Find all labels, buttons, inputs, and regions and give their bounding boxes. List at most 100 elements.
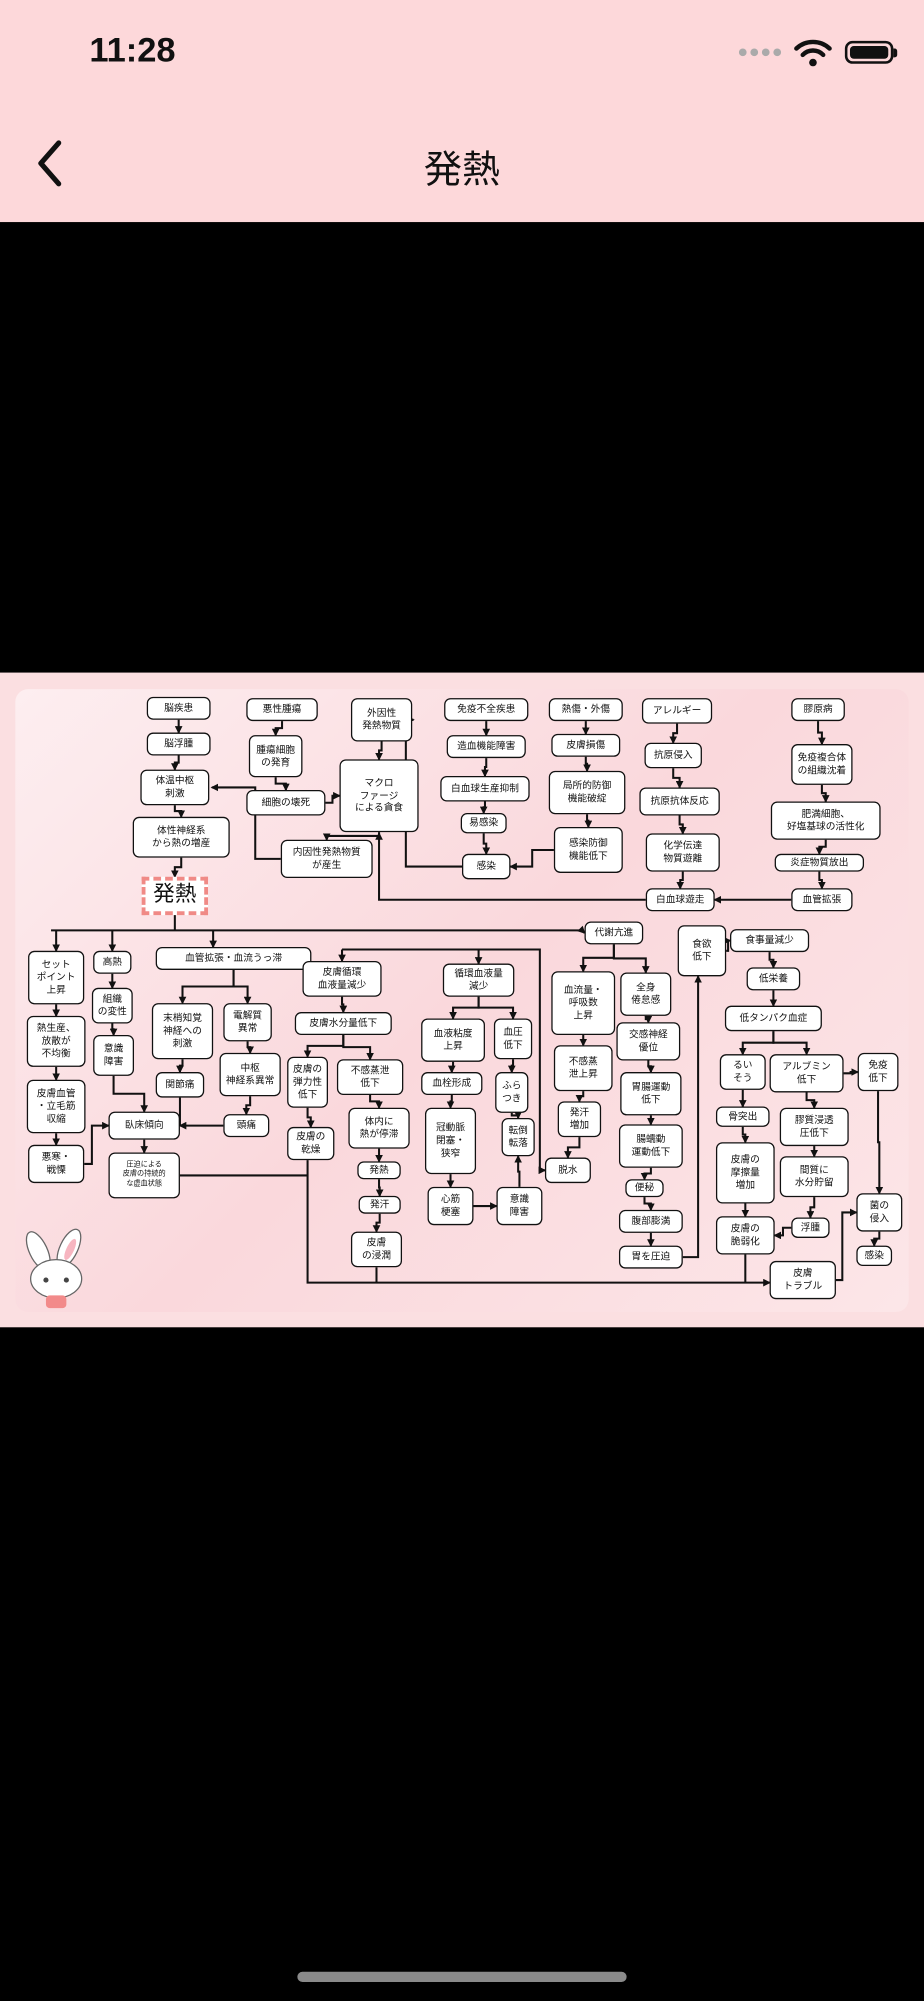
diagram-node: 感染 [461,853,511,880]
diagram-node: 抗原抗体反応 [639,787,720,816]
connector-arrow [246,1041,254,1055]
diagram-node: 冠動脈 閉塞・ 狭窄 [424,1107,477,1175]
diagram-node: 腸蠕動 運動低下 [618,1124,683,1168]
diagram-node: 熱生産、 放散が 不均衡 [26,1015,86,1067]
connector-arrow [242,1096,252,1116]
home-indicator[interactable] [297,1971,627,1983]
connector-arrow [112,1075,149,1113]
connector-arrow [372,1213,381,1233]
diagram-node: 圧迫による 皮膚の持続的 な虚血状態 [108,1152,180,1199]
diagram-node: 体性神経系 から熱の増産 [132,816,230,858]
diagram-node: 血流量・ 呼吸数 上昇 [551,971,616,1036]
diagram-node: 膠原病 [791,698,845,722]
diagram-node: 造血機能障害 [446,735,526,759]
diagram-node: 肥満細胞、 好塩基球の活性化 [770,801,881,840]
diagram-node: 交感神経 優位 [616,1022,681,1061]
connector-arrow [643,1197,655,1212]
nav-header: 11:28 発熱 [0,0,924,223]
diagram-node: セット ポイント 上昇 [28,950,85,1005]
diagram-node: 炎症物質放出 [774,853,865,872]
connector-arrow [306,1160,771,1287]
connector-arrow [773,1226,792,1240]
connector-arrow [109,1023,118,1037]
diagram-node: 免疫複合体 の組織沈着 [791,744,853,785]
fever-pathophysiology-diagram[interactable]: 脳疾患脳浮腫体温中枢 刺激体性神経系 から熱の増産発熱悪性腫瘍腫瘍細胞 の発育細… [0,672,924,1328]
diagram-node: 外因性 発熱物質 [350,698,413,742]
connector-arrow [342,948,547,1175]
diagram-node: 全身 倦怠感 [620,972,672,1016]
connector-arrow [232,969,252,1005]
diagram-node: 高熱 [93,950,132,974]
diagram-node: 皮膚循環 血液量減少 [302,961,382,997]
connector-arrow [375,741,383,761]
diagram-node: 頭痛 [223,1114,270,1138]
connector-arrow [772,1031,811,1056]
diagram-node: 骨突出 [715,1106,770,1127]
diagram-node: 不感蒸泄 低下 [336,1059,404,1096]
diagram-node: 白血球生産抑制 [440,775,530,802]
connector-arrow [514,1154,522,1187]
diagram-node: 感染防御 機能低下 [553,827,623,873]
diagram-node: 低栄養 [746,967,801,991]
connector-arrow [322,832,381,842]
signal-icon [738,48,782,57]
diagram-node: 悪性腫瘍 [246,698,318,722]
connector-arrow [482,833,491,856]
connector-arrow [818,871,826,890]
connector-arrow [806,1197,816,1219]
diagram-node: 低タンパク血症 [724,1005,822,1032]
connector-arrow [723,936,732,952]
wifi-icon [794,39,832,67]
diagram-node: 体内に 熱が停滞 [348,1107,410,1149]
connector-arrow [575,1091,585,1103]
connector-arrow [640,1167,652,1181]
connector-arrow [479,801,488,815]
diagram-node: 代謝亢進 [584,921,644,945]
diagram-node: 皮膚の 摩擦量 増加 [715,1142,775,1204]
diagram-node: 意識 障害 [93,1035,135,1076]
diagram-node: 胃腸運動 低下 [620,1072,682,1116]
connector-arrow [171,755,180,771]
connector-arrow [303,1035,345,1059]
diagram-node: 皮膚血管 ・立毛筋 収縮 [26,1079,86,1134]
diagram-node: 易感染 [460,812,507,834]
diagram-node: 心筋 梗塞 [427,1186,474,1226]
connector-arrow [271,721,284,737]
connector-arrow [481,758,489,778]
diagram-node: 皮膚の 脆弱化 [715,1216,775,1255]
connector-arrow [835,1208,858,1282]
connector-arrow [325,791,341,804]
diagram-node: 脳浮腫 [146,732,211,756]
diagram-node: 関節痛 [155,1072,205,1098]
diagram-node: 熱傷・外傷 [548,698,623,722]
diagram-node: 組織 の変性 [91,987,133,1024]
connector-arrow [375,832,646,901]
diagram-node: 腫瘍細胞 の発育 [248,735,303,778]
connector-arrow [805,1092,819,1110]
diagram-node: 血管拡張 [791,888,853,912]
diagram-node: 体温中枢 刺激 [140,769,210,806]
diagram-node: 脳疾患 [146,696,211,720]
connector-arrow [843,1068,859,1076]
connector-arrow [647,1060,655,1074]
diagram-node: 血液粘度 上昇 [421,1018,485,1062]
connector-arrow [369,1095,383,1110]
chevron-left-icon [38,140,62,187]
diagram-node: 皮膚の 弾力性 低下 [287,1056,328,1108]
connector-arrow [768,952,778,969]
back-button[interactable] [31,138,69,189]
diagram-node: 食事量減少 [730,929,810,953]
connector-arrow [584,814,593,829]
connector-arrow [672,768,684,789]
diagram-node: 皮膚の 乾燥 [287,1126,335,1161]
diagram-node: 皮膚 の浸潤 [350,1231,403,1268]
diagram-node: 抗原侵入 [644,742,702,769]
diagram-node: 細胞の壊死 [246,789,326,816]
connector-arrow [738,1031,775,1056]
connector-arrow [339,996,348,1014]
diagram-node: 循環血液量 減少 [442,963,515,997]
connector-arrow [274,777,290,792]
connector-arrow [507,1059,516,1074]
connector-arrow [449,996,480,1020]
connector-arrow [477,996,517,1020]
